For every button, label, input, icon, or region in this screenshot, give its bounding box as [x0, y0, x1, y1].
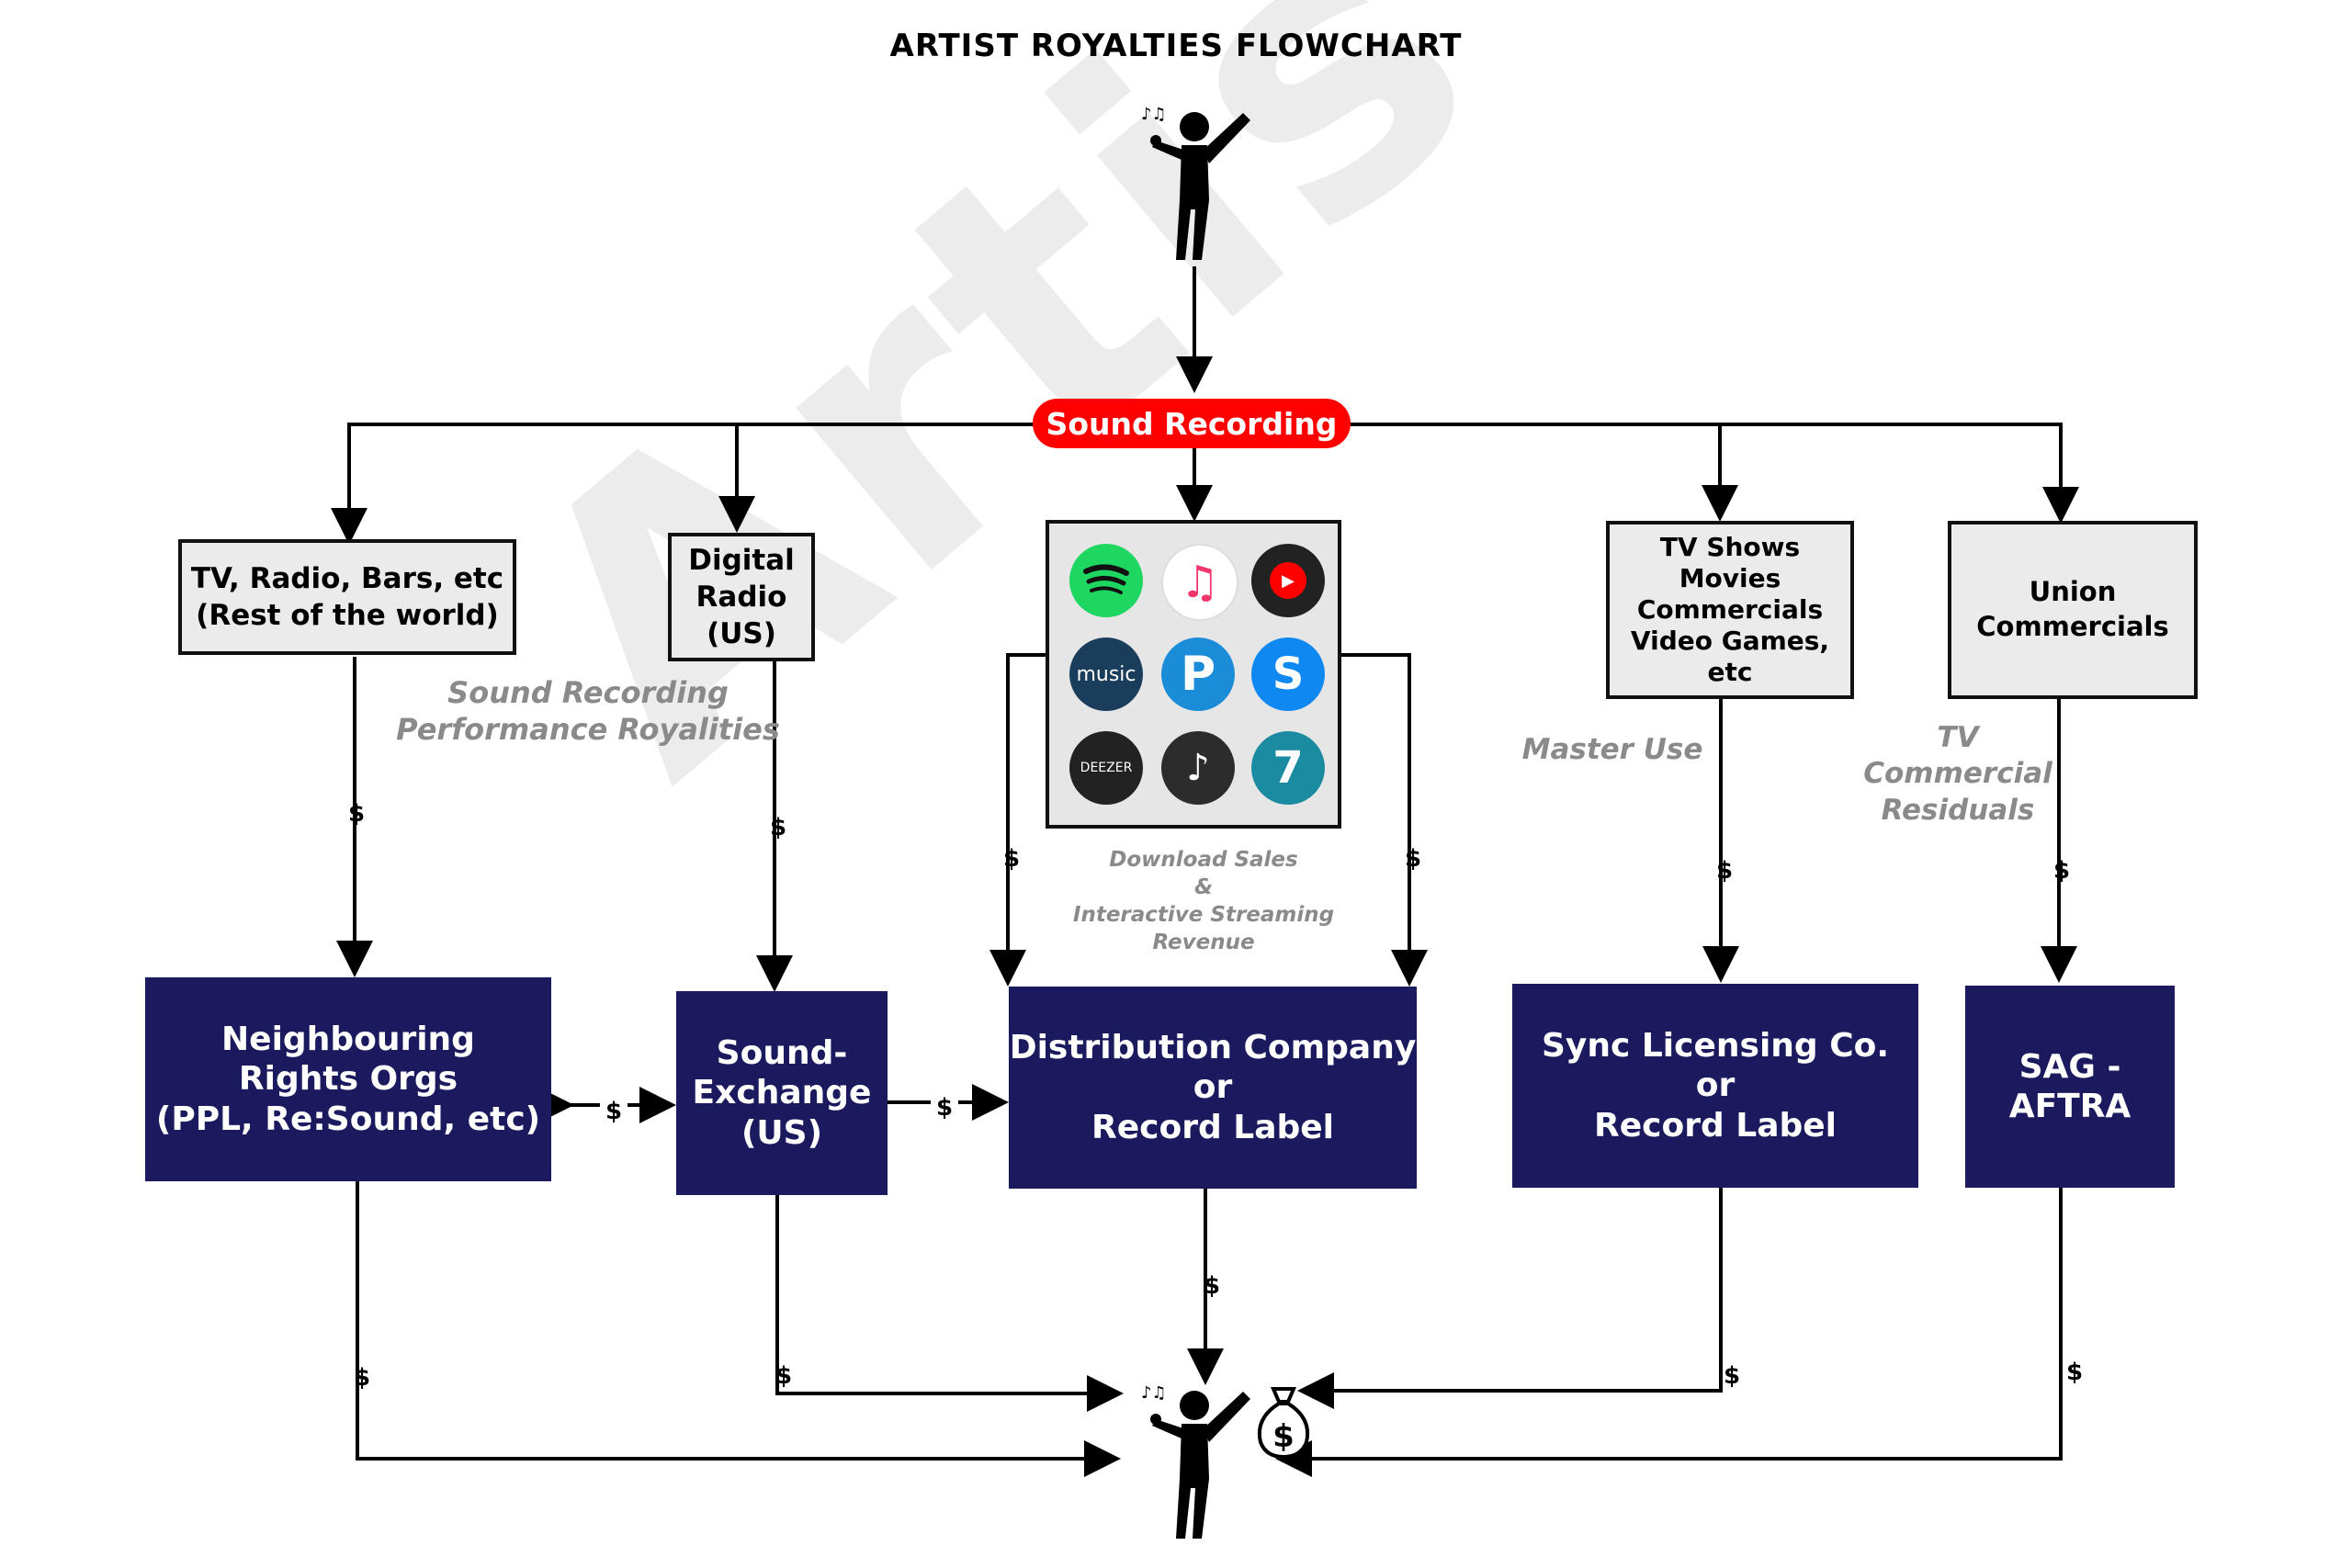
tv-shows-line-3: Commercials [1636, 593, 1824, 625]
union-line-1: Union [2029, 576, 2117, 608]
distribution-line-1: Distribution Company [1009, 1029, 1417, 1067]
digital-radio-line-1: Digital [688, 543, 795, 577]
union-line-2: Commercials [1976, 611, 2169, 642]
neighbouring-line-3: (PPL, Re:Sound, etc) [155, 1100, 541, 1138]
sag-line-1: SAG - [2018, 1047, 2121, 1086]
streaming-apps-grid: ♫ ▶ music P S DEEZER ♪ 7 [1046, 520, 1341, 829]
master-use-note: Master Use [1521, 733, 1703, 766]
tv-shows-line-2: Movies [1679, 562, 1781, 593]
page-title: ARTIST ROYALTIES FLOWCHART [889, 28, 1463, 64]
svg-text:♪♫: ♪♫ [1141, 105, 1167, 124]
youtube-music-icon: ▶ [1251, 544, 1325, 617]
distribution-line-3: Record Label [1091, 1108, 1335, 1146]
residuals-line-2: Commercial [1863, 757, 2052, 791]
download-note-line-3: Interactive Streaming Revenue [1072, 902, 1335, 954]
money-label: $ [1404, 845, 1422, 873]
digital-radio-line-3: (US) [707, 617, 776, 651]
money-label: $ [1715, 857, 1734, 885]
sag-aftra-box: SAG -AFTRA [1965, 986, 2175, 1188]
tv-shows-line-4: Video Games, etc [1630, 626, 1830, 688]
tv-radio-box: TV, Radio, Bars, etc (Rest of the world) [178, 539, 516, 655]
performance-note-line-1: Sound Recording [447, 675, 729, 710]
tidal-icon: 7 [1251, 731, 1325, 805]
residuals-line-3: Residuals [1881, 793, 2035, 827]
tv-shows-line-1: TV Shows [1659, 531, 1801, 562]
apps-right-to-distribution [1340, 653, 1428, 987]
apple-music-icon: ♫ [1161, 544, 1238, 621]
spotify-icon [1069, 544, 1143, 617]
download-streaming-note: Download Sales& Interactive Streaming Rev… [1020, 847, 1387, 957]
sync-to-artist [1297, 1182, 1723, 1409]
sync-line-2: or [1695, 1066, 1736, 1105]
soundexchange-to-artist [775, 1187, 1124, 1412]
sag-line-2: AFTRA [2008, 1088, 2132, 1125]
download-note-line-2: & [1193, 874, 1214, 899]
money-label: $ [930, 1094, 959, 1122]
residuals-line-1: TV [1937, 721, 1979, 754]
money-bag-icon: $ [1258, 1387, 1309, 1460]
soundexchange-box: Sound-Exchange(US) [676, 991, 888, 1195]
download-note-line-1: Download Sales [1109, 848, 1298, 872]
branch-line [331, 423, 1038, 545]
apps-left-to-distribution [989, 653, 1046, 987]
jiosaavn-icon: ♪ [1161, 731, 1235, 805]
money-label: $ [1203, 1272, 1221, 1300]
neighbouring-line-1: Neighbouring [221, 1021, 475, 1059]
money-label: $ [599, 1098, 628, 1125]
neighbouring-to-artist [356, 1171, 1121, 1477]
sag-to-artist [1275, 1182, 2063, 1477]
paid-singer-icon: ♪♫ $ [1141, 1383, 1309, 1539]
svg-text:$: $ [1272, 1418, 1295, 1455]
money-label: $ [775, 1362, 793, 1390]
soundexchange-line-1: Sound- [716, 1034, 848, 1073]
singer-icon: ♪♫ [1141, 105, 1250, 260]
deezer-icon: DEEZER [1069, 731, 1143, 805]
sync-line-3: Record Label [1593, 1106, 1838, 1145]
svg-text:♪♫: ♪♫ [1141, 1383, 1167, 1403]
soundexchange-line-2: Exchange [692, 1074, 872, 1112]
money-label: $ [347, 800, 366, 828]
money-label: $ [353, 1364, 371, 1392]
digital-radio-line-2: Radio [695, 580, 787, 614]
money-label: $ [1723, 1362, 1741, 1390]
money-label: $ [769, 814, 787, 841]
money-label: $ [2065, 1359, 2084, 1386]
performance-note-line-2: Performance Royalities [396, 712, 780, 747]
neighbouring-line-2: Rights Orgs [238, 1060, 458, 1099]
pandora-icon: P [1161, 637, 1235, 711]
distribution-line-2: or [1193, 1068, 1233, 1107]
tv-radio-line-1: TV, Radio, Bars, etc [190, 561, 504, 595]
shazam-icon: S [1251, 637, 1325, 711]
youtube-play-glyph: ▶ [1270, 562, 1306, 599]
money-label: $ [2052, 857, 2071, 885]
sync-line-1: Sync Licensing Co. [1541, 1027, 1890, 1066]
sound-recording-node: Sound Recording [1033, 399, 1351, 448]
soundexchange-line-3: (US) [741, 1113, 823, 1152]
amazon-music-icon: music [1069, 637, 1143, 711]
tv-radio-line-2: (Rest of the world) [196, 599, 499, 632]
branch-right [1351, 423, 2079, 524]
money-label: $ [1002, 845, 1021, 873]
